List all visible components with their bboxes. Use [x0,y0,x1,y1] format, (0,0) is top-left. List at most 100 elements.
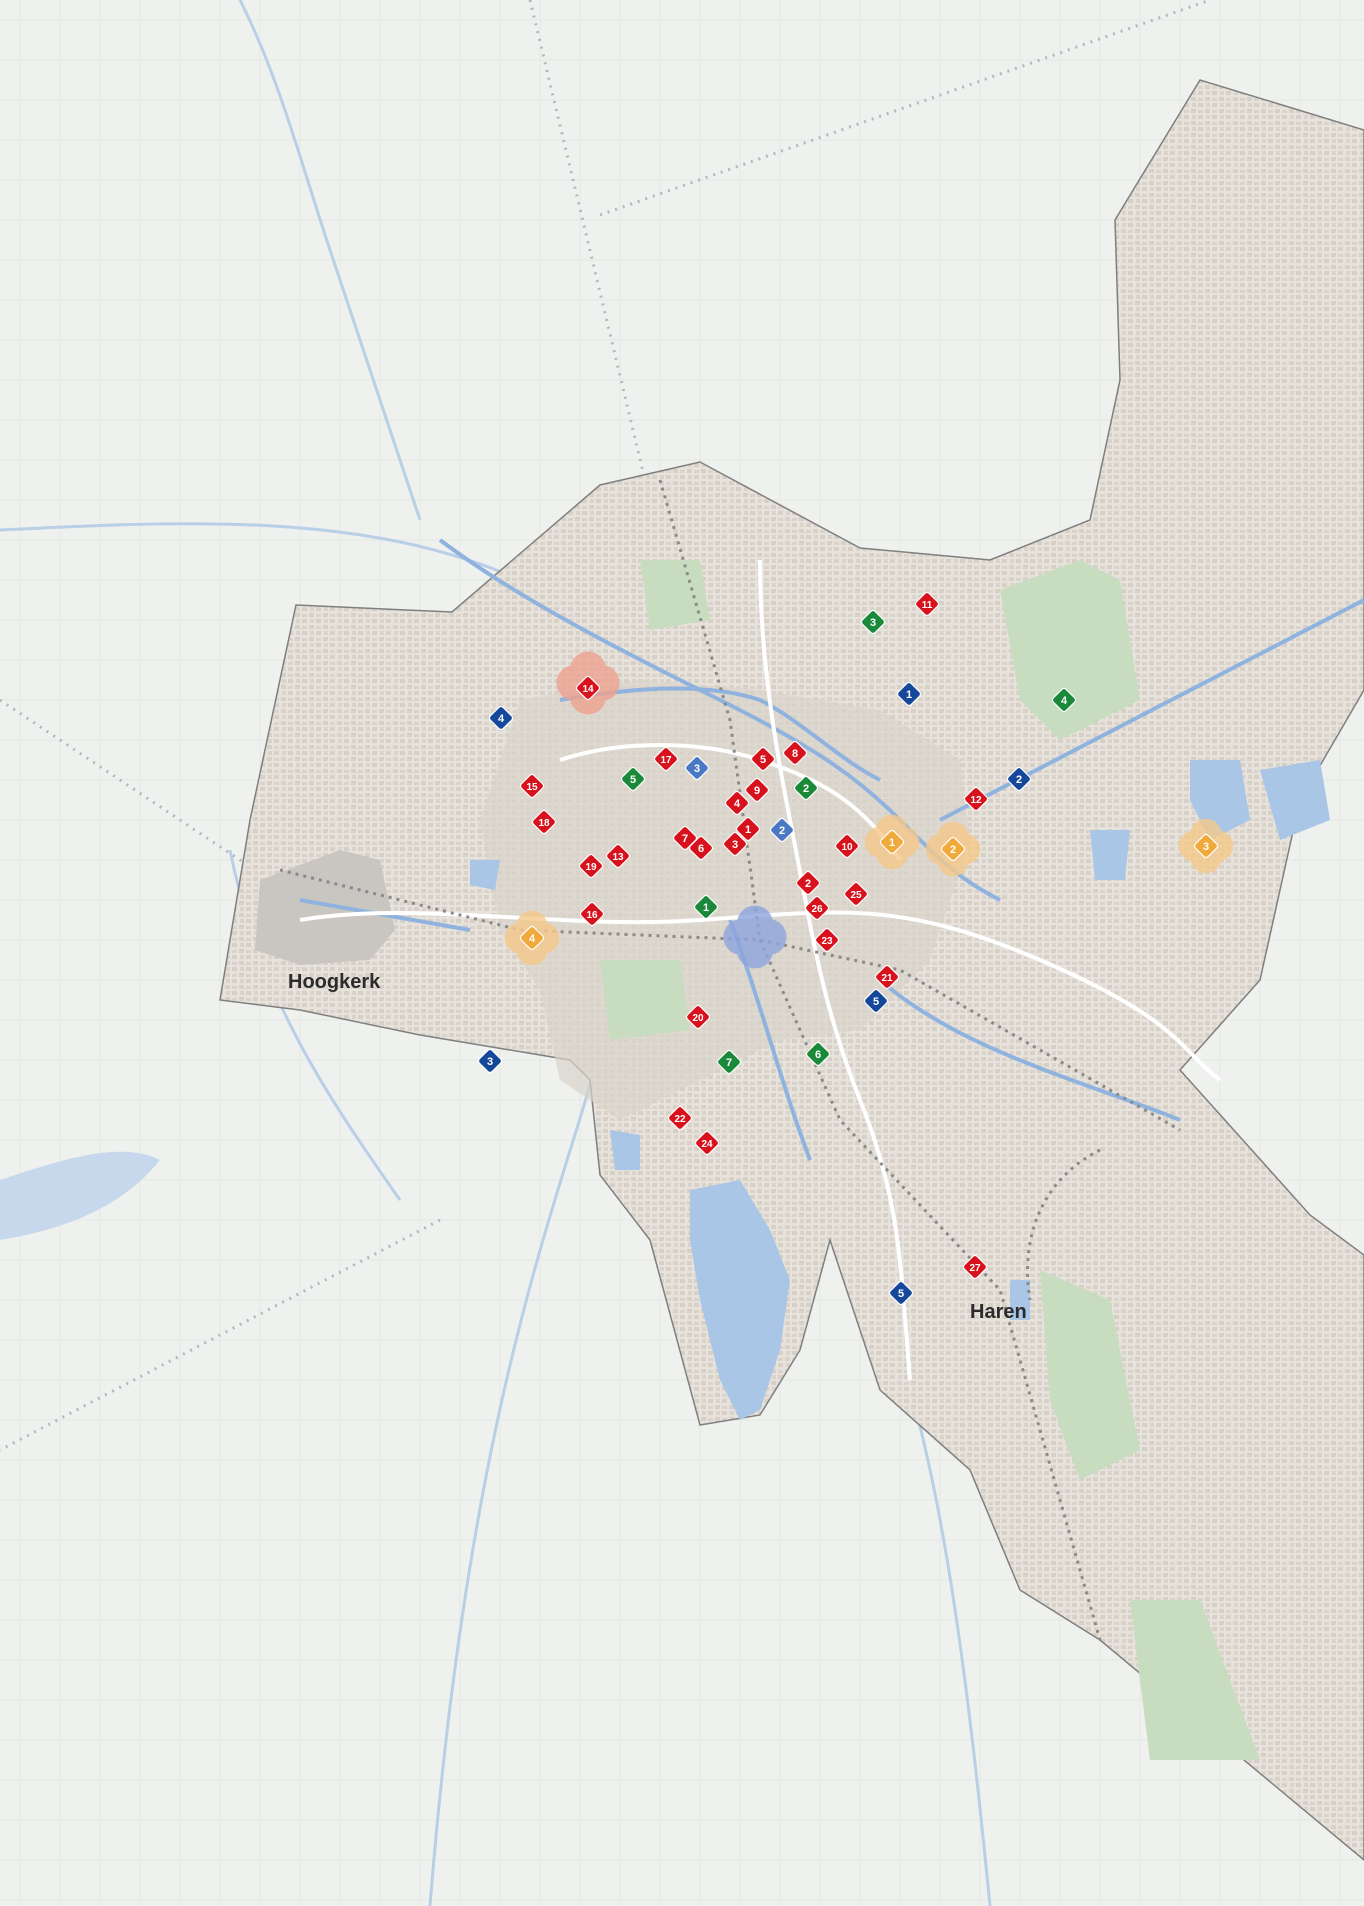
red-marker-26[interactable]: 26 [804,895,830,921]
red-marker-13[interactable]: 13 [605,843,631,869]
blue-marker-4[interactable]: 4 [488,705,514,731]
regional-railways [0,0,1211,1452]
marker-number: 22 [674,1114,686,1125]
marker-number: 4 [1061,695,1068,707]
place-label-hoogkerk: Hoogkerk [288,971,381,993]
red-marker-27[interactable]: 27 [962,1254,988,1280]
marker-number: 1 [889,837,895,849]
marker-number: 2 [1016,774,1022,786]
orange-marker-3[interactable]: 3 [1193,833,1219,859]
orange-marker-4[interactable]: 4 [519,925,545,951]
green-marker-3[interactable]: 3 [860,609,886,635]
diamond-marker-icon [879,829,905,855]
orange-marker-2[interactable]: 2 [940,836,966,862]
green-marker-7[interactable]: 7 [716,1049,742,1075]
diamond-marker-icon [769,817,795,843]
marker-number: 6 [698,843,704,855]
red-marker-5[interactable]: 5 [750,746,776,772]
marker-number: 4 [529,933,536,945]
blue-marker-1[interactable]: 1 [896,681,922,707]
marker-number: 3 [694,763,700,775]
red-marker-14[interactable]: 14 [575,675,601,701]
marker-number: 6 [815,1049,821,1061]
diamond-marker-icon [724,790,750,816]
marker-number: 1 [906,689,912,701]
marker-number: 9 [754,785,760,797]
hoogkerk-area [255,850,395,965]
red-marker-15[interactable]: 15 [519,773,545,799]
red-marker-9[interactable]: 9 [744,777,770,803]
mid-blue-marker-2[interactable]: 2 [769,817,795,843]
red-marker-16[interactable]: 16 [579,901,605,927]
red-marker-10[interactable]: 10 [834,833,860,859]
diamond-marker-icon [578,853,604,879]
marker-number: 13 [612,852,624,863]
red-marker-17[interactable]: 17 [653,746,679,772]
marker-number: 2 [803,783,809,795]
diamond-marker-icon [863,988,889,1014]
diamond-marker-icon [693,894,719,920]
red-marker-3[interactable]: 3 [722,831,748,857]
diamond-marker-icon [575,675,601,701]
marker-number: 2 [950,844,956,856]
marker-number: 14 [582,684,594,695]
red-marker-2[interactable]: 2 [795,870,821,896]
red-marker-20[interactable]: 20 [685,1004,711,1030]
red-marker-4[interactable]: 4 [724,790,750,816]
marker-number: 2 [779,825,785,837]
red-marker-1[interactable]: 1 [735,816,761,842]
marker-number: 23 [821,936,833,947]
diamond-marker-icon [914,591,940,617]
red-marker-19[interactable]: 19 [578,853,604,879]
diamond-marker-icon [814,927,840,953]
diamond-marker-icon [940,836,966,862]
diamond-marker-icon [795,870,821,896]
red-marker-12[interactable]: 12 [963,786,989,812]
diamond-marker-icon [805,1041,831,1067]
red-marker-24[interactable]: 24 [694,1130,720,1156]
diamond-marker-icon [888,1280,914,1306]
green-marker-1[interactable]: 1 [693,894,719,920]
green-marker-5[interactable]: 5 [620,766,646,792]
marker-number: 3 [487,1056,493,1068]
red-marker-22[interactable]: 22 [667,1105,693,1131]
diamond-marker-icon [1006,766,1032,792]
marker-number: 11 [922,600,933,611]
diamond-marker-icon [519,773,545,799]
marker-number: 26 [811,904,823,915]
red-marker-8[interactable]: 8 [782,740,808,766]
red-marker-7[interactable]: 7 [672,825,698,851]
red-marker-18[interactable]: 18 [531,809,557,835]
blue-marker-5[interactable]: 5 [888,1280,914,1306]
diamond-marker-icon [694,1130,720,1156]
diamond-marker-icon [834,833,860,859]
green-marker-2[interactable]: 2 [793,775,819,801]
marker-number: 5 [898,1288,904,1300]
marker-number: 15 [526,782,538,793]
diamond-marker-icon [488,705,514,731]
red-marker-21[interactable]: 21 [874,964,900,990]
diamond-marker-icon [684,755,710,781]
city-railways [279,479,1181,1641]
blue-marker-5[interactable]: 5 [863,988,889,1014]
marker-number: 27 [969,1263,981,1274]
diamond-marker-icon [685,1004,711,1030]
diamond-marker-icon [896,681,922,707]
red-marker-25[interactable]: 25 [843,881,869,907]
green-marker-4[interactable]: 4 [1051,687,1077,713]
marker-number: 5 [760,754,766,766]
marker-number: 19 [585,862,597,873]
lake-paterswoldsemeer [690,1180,790,1420]
red-marker-23[interactable]: 23 [814,927,840,953]
green-marker-6[interactable]: 6 [805,1041,831,1067]
blue-marker-3[interactable]: 3 [477,1048,503,1074]
lake-west [0,1151,160,1240]
mid-blue-marker-3[interactable]: 3 [684,755,710,781]
marker-number: 21 [881,973,893,984]
orange-marker-1[interactable]: 1 [879,829,905,855]
blue-marker-2[interactable]: 2 [1006,766,1032,792]
marker-number: 1 [745,824,751,836]
red-marker-11[interactable]: 11 [914,591,940,617]
marker-number: 1 [703,902,709,914]
